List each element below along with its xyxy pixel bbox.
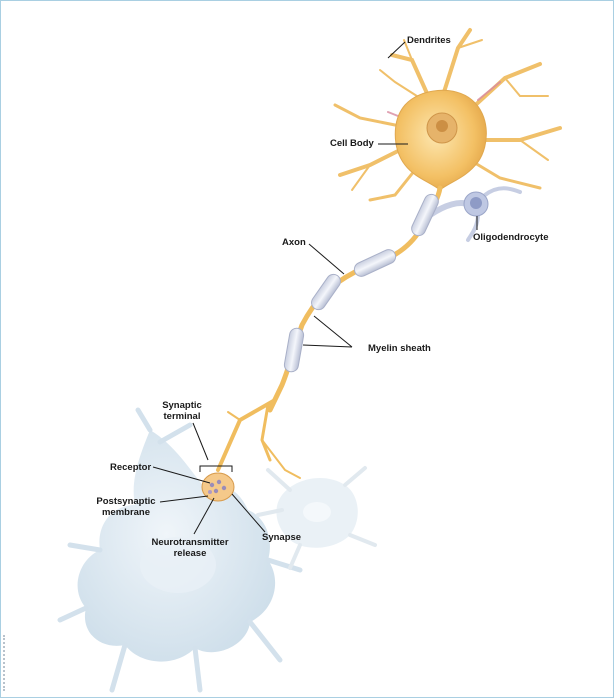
label-oligodendrocyte: Oligodendrocyte bbox=[473, 232, 548, 243]
label-synaptic-terminal-line2: terminal bbox=[158, 411, 206, 422]
label-postsynaptic-membrane: Postsynaptic membrane bbox=[93, 496, 159, 518]
label-cell-body: Cell Body bbox=[330, 138, 374, 149]
label-neurotransmitter-release: Neurotransmitter release bbox=[145, 537, 235, 559]
label-postsynaptic-line1: Postsynaptic bbox=[93, 496, 159, 507]
label-axon: Axon bbox=[282, 237, 306, 248]
label-synaptic-terminal: Synaptic terminal bbox=[158, 400, 206, 422]
secondary-target-cell bbox=[258, 468, 375, 568]
label-synaptic-terminal-line1: Synaptic bbox=[158, 400, 206, 411]
vertical-credit-mark bbox=[3, 635, 11, 691]
label-synapse: Synapse bbox=[262, 532, 301, 543]
synaptic-terminal bbox=[202, 473, 234, 501]
label-receptor: Receptor bbox=[110, 462, 151, 473]
label-neurotransmitter-line2: release bbox=[145, 548, 235, 559]
label-myelin-sheath: Myelin sheath bbox=[368, 343, 431, 354]
label-postsynaptic-line2: membrane bbox=[93, 507, 159, 518]
label-neurotransmitter-line1: Neurotransmitter bbox=[145, 537, 235, 548]
label-dendrites: Dendrites bbox=[407, 35, 451, 46]
cell-body bbox=[395, 90, 486, 190]
